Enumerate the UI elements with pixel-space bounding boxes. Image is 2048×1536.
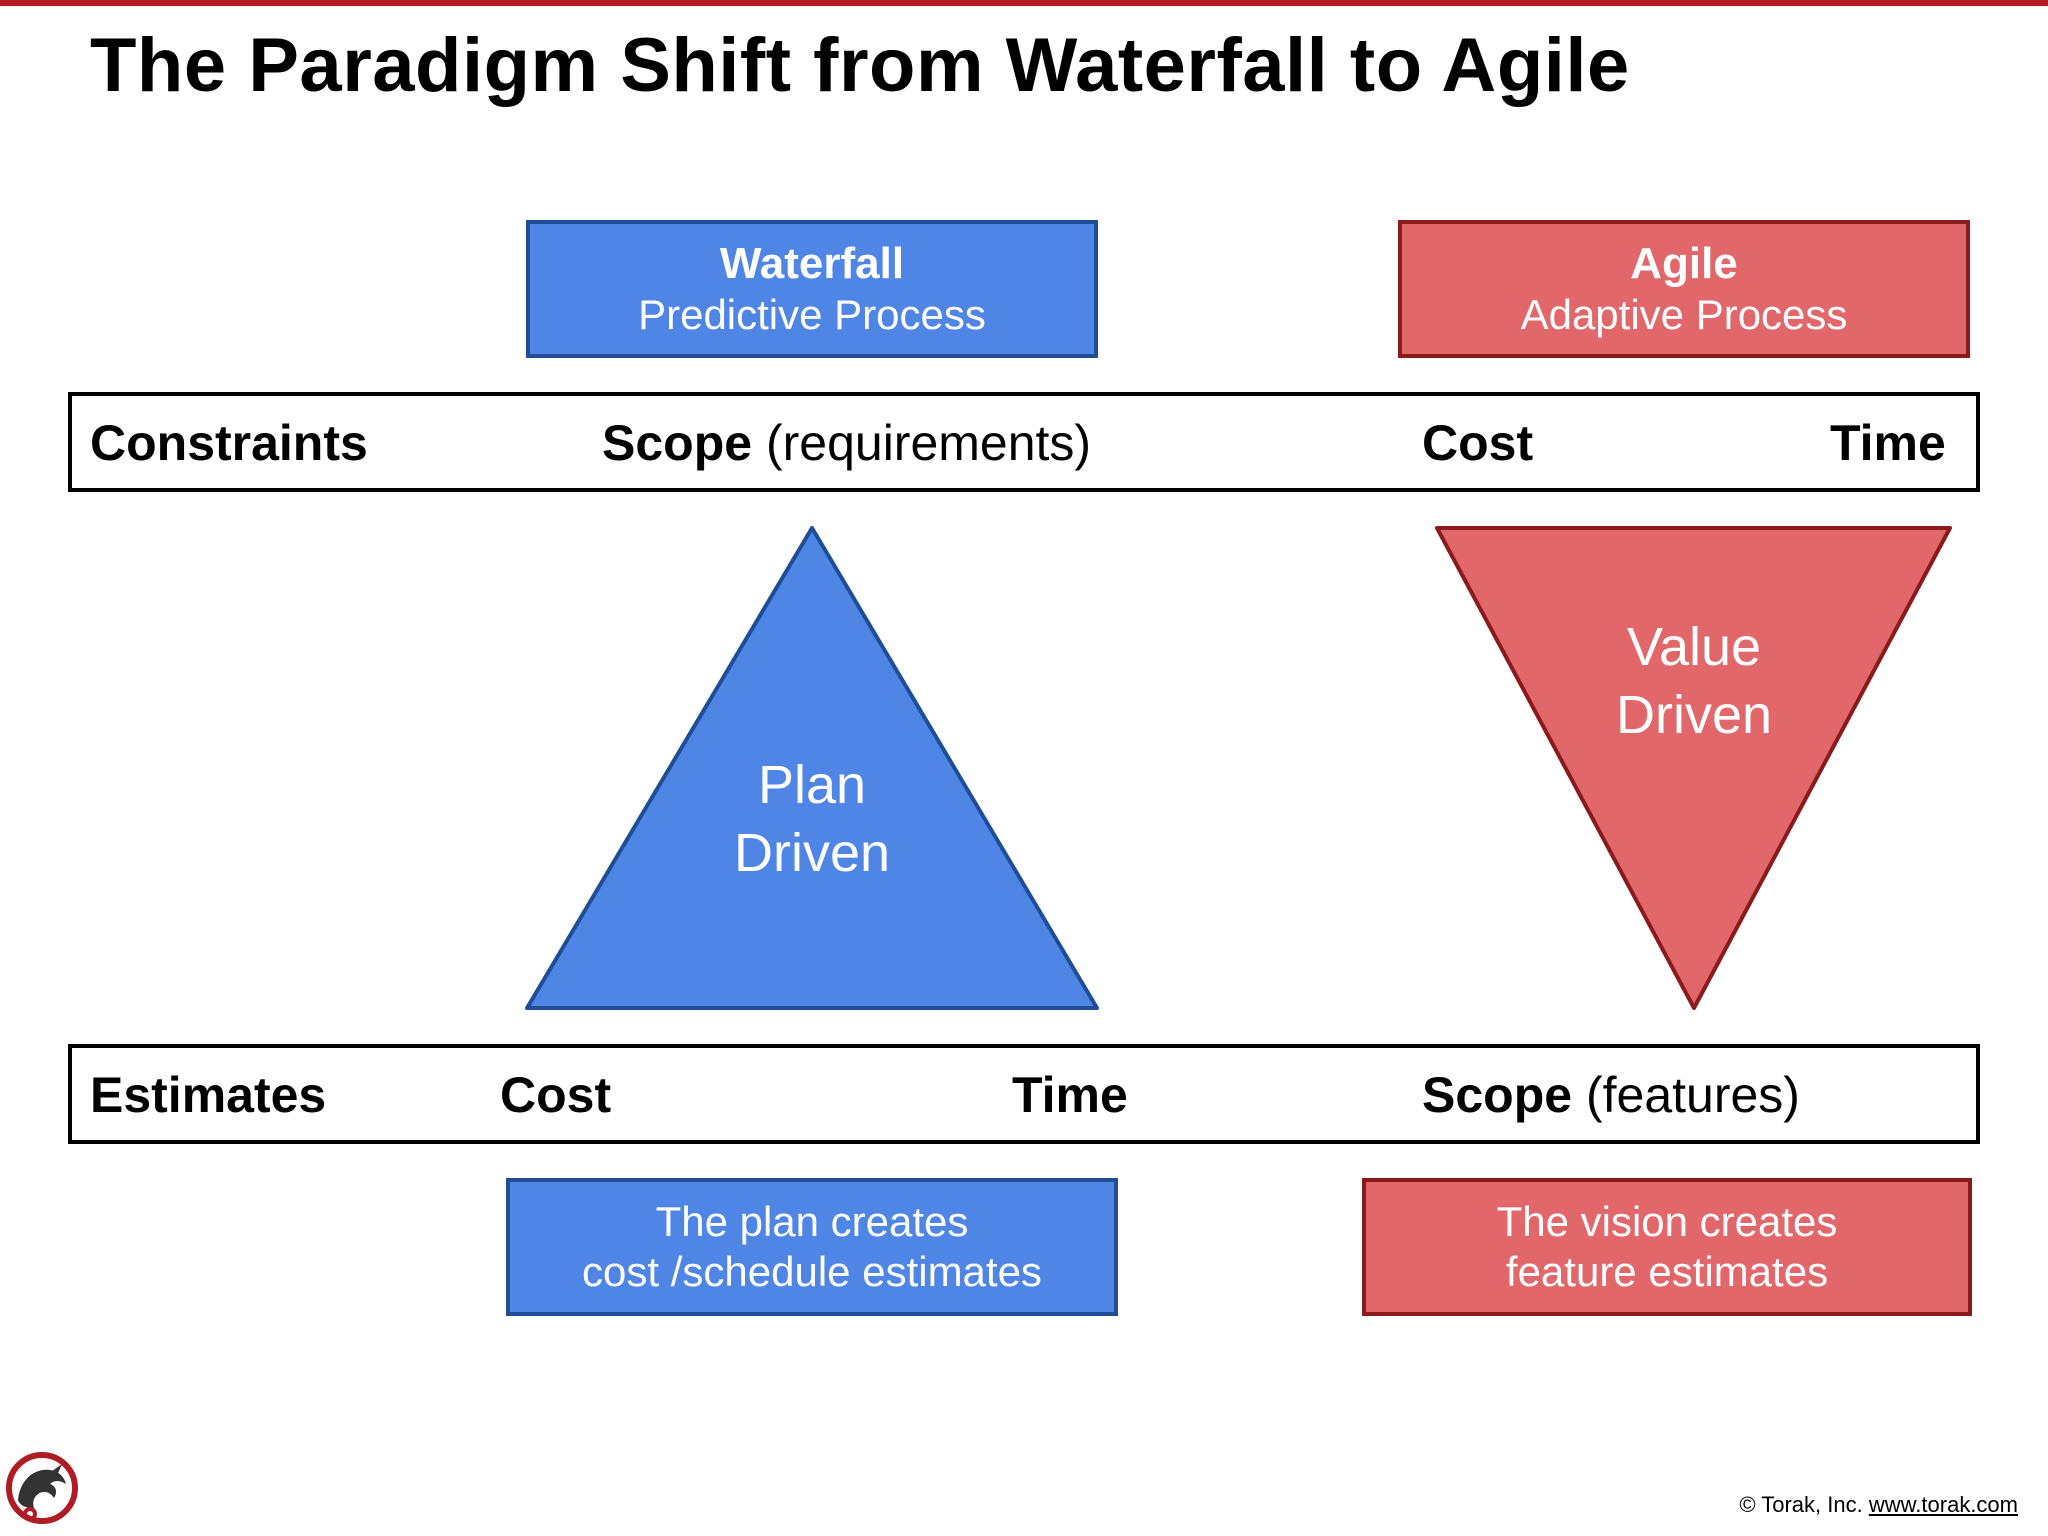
plan-driven-label: Plan Driven [662,752,962,887]
website-link[interactable]: www.torak.com [1868,1492,2018,1517]
constraints-scope: Scope (requirements) [602,418,1091,468]
value-driven-line1: Value [1626,617,1762,677]
page-title: The Paradigm Shift from Waterfall to Agi… [90,23,1630,108]
value-driven-label: Value Driven [1544,614,1844,749]
constraints-time: Time [1830,415,1946,471]
estimates-band [68,1044,1980,1144]
estimates-time: Time [1012,1067,1128,1123]
estimates-cost: Cost [500,1067,612,1123]
agile-note-line2: feature estimates [1505,1248,1829,1295]
constraints-band [68,392,1980,492]
agile-header-box: Agile Adaptive Process [1398,220,1970,358]
waterfall-subtitle: Predictive Process [638,291,986,339]
agile-subtitle: Adaptive Process [1520,291,1848,339]
constraints-scope-word: Scope [602,415,753,471]
agile-note-line1: The vision creates [1496,1198,1838,1246]
copyright-text: © Torak, Inc. [1739,1492,1863,1517]
footer-copyright: © Torak, Inc. www.torak.com [1739,1492,2018,1518]
plan-driven-triangle [525,526,1099,1010]
estimates-label: Estimates [90,1067,327,1123]
constraints-cost: Cost [1422,415,1534,471]
estimates-scope: Scope (features) [1422,1070,1800,1120]
agile-title: Agile [1630,239,1738,289]
waterfall-title: Waterfall [719,239,905,289]
plan-driven-line1: Plan [757,755,867,815]
value-driven-triangle [1435,526,1952,1010]
waterfall-header-box: Waterfall Predictive Process [526,220,1098,358]
estimates-scope-word: Scope [1422,1067,1573,1123]
waterfall-note-line1: The plan creates [655,1198,969,1246]
waterfall-note-line2: cost /schedule estimates [582,1248,1042,1295]
value-driven-line2: Driven [1615,684,1773,745]
agile-note-box: The vision creates feature estimates [1362,1178,1972,1316]
waterfall-note-box: The plan creates cost /schedule estimate… [506,1178,1118,1316]
top-accent-rule [0,0,2048,6]
constraints-label: Constraints [90,415,368,471]
plan-driven-line2: Driven [733,822,891,883]
constraints-scope-detail: (requirements) [765,415,1092,471]
torak-logo-icon [6,1452,78,1524]
estimates-scope-detail: (features) [1585,1067,1800,1123]
